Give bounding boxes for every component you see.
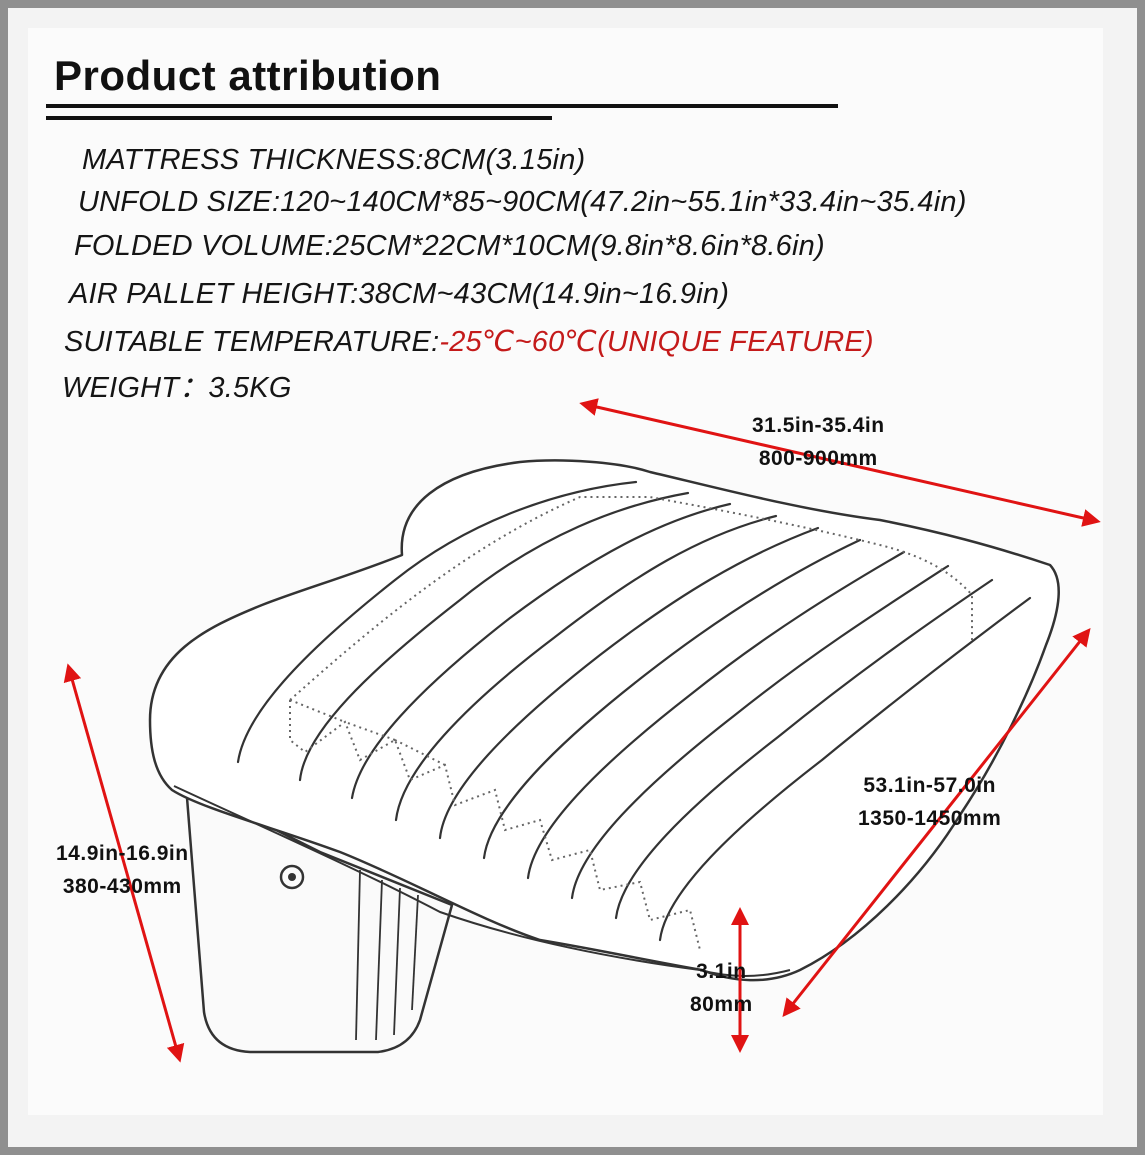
width-millimeters: 800-900mm	[758, 446, 878, 470]
spec-unfold-size: UNFOLD SIZE:120~140CM*85~90CM(47.2in~55.…	[78, 186, 967, 218]
thickness-inches: 3.1in	[696, 960, 747, 983]
spec-thickness: MATTRESS THICKNESS:8CM(3.15in)	[82, 144, 586, 176]
spec-weight: WEIGHT：3.5KG	[62, 372, 292, 404]
dimension-arrows	[63, 398, 1101, 1063]
length-arrow	[782, 627, 1091, 1018]
width-dimension-label: 31.5in-35.4in 800-900mm	[752, 410, 885, 475]
air-pallet-base	[184, 783, 454, 1054]
width-inches: 31.5in-35.4in	[752, 414, 885, 437]
title-underline-short	[46, 116, 552, 120]
height-inches: 14.9in-16.9in	[56, 842, 189, 865]
height-millimeters: 380-430mm	[62, 874, 182, 898]
title-underline-long	[46, 104, 838, 108]
width-arrow	[579, 398, 1101, 527]
thickness-millimeters: 80mm	[690, 992, 753, 1016]
thickness-dimension-label: 3.1in 80mm	[690, 956, 753, 1021]
temperature-value: -25℃~60℃(UNIQUE FEATURE)	[439, 326, 874, 358]
height-arrow	[63, 663, 185, 1063]
length-inches: 53.1in-57.0in	[863, 774, 996, 797]
spec-folded-volume: FOLDED VOLUME:25CM*22CM*10CM(9.8in*8.6in…	[74, 230, 825, 262]
spec-air-pallet-height: AIR PALLET HEIGHT:38CM~43CM(14.9in~16.9i…	[69, 278, 730, 310]
height-dimension-label: 14.9in-16.9in 380-430mm	[56, 838, 189, 903]
temperature-label: SUITABLE TEMPERATURE:	[64, 326, 440, 358]
length-dimension-label: 53.1in-57.0in 1350-1450mm	[858, 770, 1001, 835]
spec-temperature: SUITABLE TEMPERATURE:-25℃~60℃(UNIQUE FEA…	[64, 324, 874, 359]
page-title: Product attribution	[54, 52, 442, 99]
length-millimeters: 1350-1450mm	[858, 806, 1002, 830]
valve-icon	[279, 864, 305, 890]
